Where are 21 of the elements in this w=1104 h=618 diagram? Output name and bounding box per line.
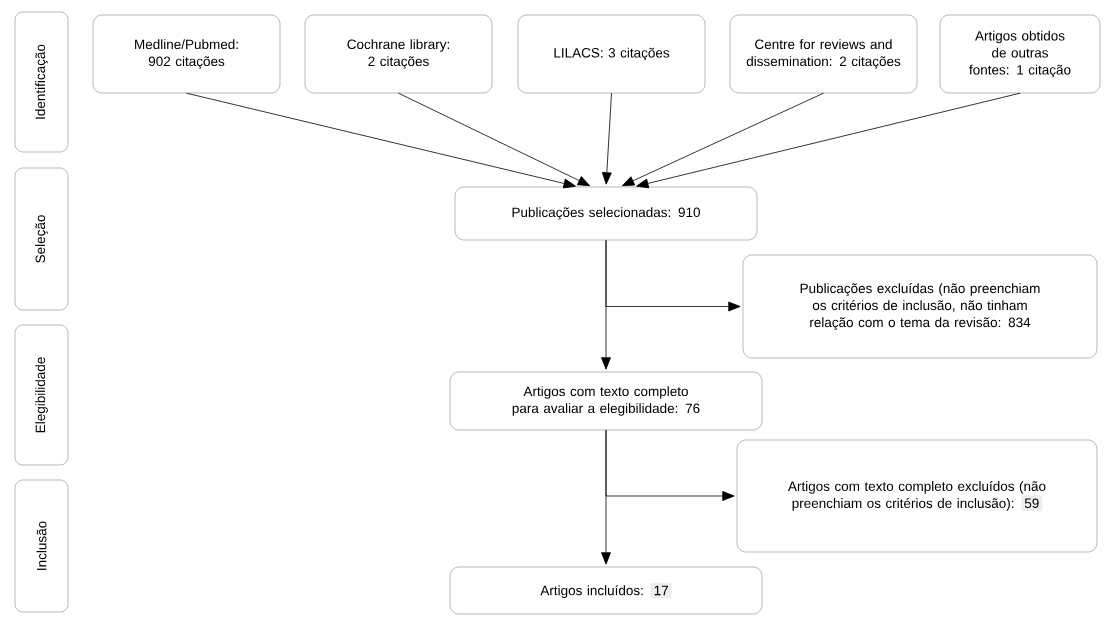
process-box: Artigos com texto completo para avaliar a elegibilidade: 76 [449, 371, 763, 431]
arrow [605, 239, 741, 312]
arrow [605, 429, 735, 501]
source-box: Medline/Pubmed: 902 citações [92, 14, 281, 94]
arrow [636, 92, 1021, 189]
exclusion-box: Publicações excluídas (não preenchiam os critérios de inclusão, não tinham relação com o tema da revisão: 834 [742, 254, 1098, 359]
arrow [398, 92, 591, 187]
arrow [622, 92, 824, 187]
source-box: LILACS: 3 citações [517, 14, 706, 94]
source-box: Cochrane library: 2 citações [304, 14, 493, 94]
source-box: Artigos obtidos de outras fontes: 1 citação [939, 14, 1101, 94]
process-box: Publicações selecionadas: 910 [454, 186, 758, 241]
source-box: Centre for reviews and dissemination: 2 citações [729, 14, 918, 94]
stage-band: Elegibilidade [14, 324, 69, 466]
arrow [186, 92, 576, 189]
process-box: Artigos incluídos: 17 [449, 566, 763, 615]
exclusion-box: Artigos com texto completo excluídos (não preenchiam os critérios de inclusão): 59 [736, 439, 1098, 553]
stage-band: Inclusão [14, 479, 69, 613]
stage-band: Seleção [14, 167, 69, 311]
arrow [601, 92, 612, 185]
stage-band: Identificação [14, 11, 69, 153]
